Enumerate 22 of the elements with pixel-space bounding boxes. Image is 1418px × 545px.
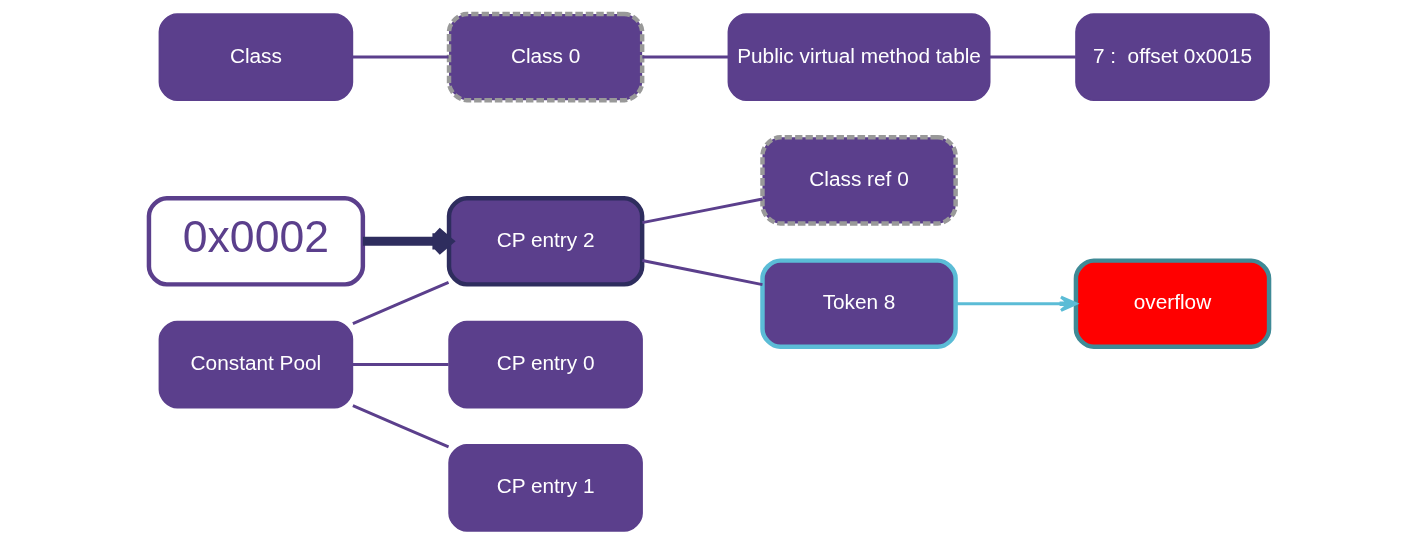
connector	[642, 197, 763, 225]
node-box: Constant Pool	[158, 320, 354, 409]
node-box: Class ref 0	[760, 135, 958, 226]
node-box: overflow	[1073, 258, 1272, 349]
connector	[352, 404, 450, 449]
connector	[352, 55, 449, 59]
arrow	[362, 226, 454, 256]
node-box: Token 8	[760, 258, 958, 349]
connector	[989, 55, 1076, 59]
node-box: Public virtual method table	[727, 13, 991, 101]
connector	[352, 363, 449, 367]
connector	[642, 55, 729, 59]
node-box: 0x0002	[146, 196, 366, 287]
node-box: CP entry 2	[446, 196, 645, 287]
node-box: CP entry 1	[448, 444, 643, 532]
connector	[352, 281, 450, 325]
arrow	[955, 295, 1078, 312]
connector	[642, 259, 763, 287]
node-box: CP entry 0	[448, 320, 643, 409]
node-box: Class 0	[446, 11, 645, 103]
node-box: 7 : offset 0x0015	[1075, 13, 1270, 101]
node-box: Class	[158, 13, 354, 101]
